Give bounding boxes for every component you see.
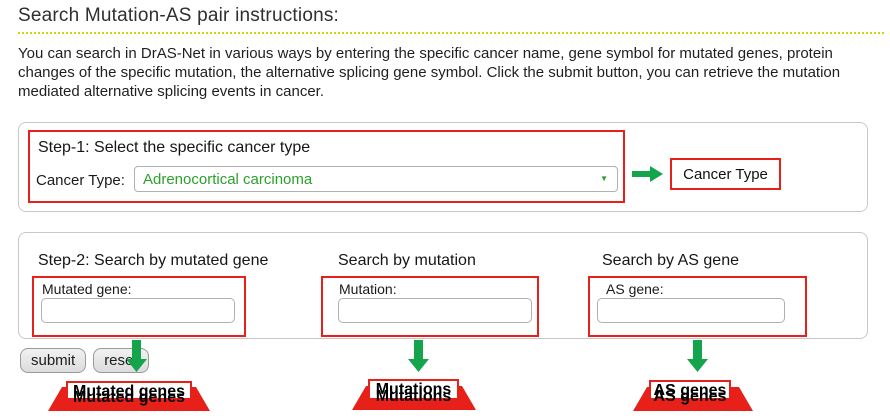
mutated-genes-text: Mutated genes — [72, 383, 185, 400]
as-genes-text-ghost: AS genes — [653, 388, 727, 405]
mutations-text: Mutations — [375, 381, 452, 398]
cancer-type-annotation-box: Cancer Type — [670, 158, 781, 190]
mutations-text-ghost: Mutations — [375, 388, 452, 405]
mutated-gene-annotation-rect — [32, 276, 246, 337]
as-gene-label: AS gene: — [606, 281, 664, 297]
dotted-divider — [18, 32, 884, 34]
step2-heading-as-gene: Search by AS gene — [602, 252, 739, 269]
green-arrow-down-icon — [687, 340, 708, 372]
green-arrow-down-icon — [126, 340, 147, 372]
as-genes-box — [649, 380, 731, 400]
green-arrow-right-icon — [632, 166, 663, 182]
mutations-box — [368, 379, 459, 400]
intro-paragraph: You can search in DrAS-Net in various wa… — [18, 44, 878, 101]
cancer-type-label: Cancer Type: — [36, 172, 125, 189]
reset-button[interactable]: reset — [93, 348, 149, 373]
step2-heading-mutated-gene: Step-2: Search by mutated gene — [38, 252, 269, 269]
mutated-genes-text-ghost: Mutated genes — [72, 389, 185, 406]
cancer-type-annotation-text: Cancer Type — [683, 165, 768, 183]
step2-heading-mutation: Search by mutation — [338, 252, 476, 269]
intro-line: You can search in DrAS-Net in various wa… — [18, 45, 833, 62]
mutated-genes-box — [66, 381, 192, 400]
as-gene-input[interactable] — [597, 298, 785, 323]
cancer-type-select[interactable]: Adrenocortical carcinoma ▼ — [134, 166, 618, 192]
cancer-type-selected-value: Adrenocortical carcinoma — [143, 170, 313, 188]
step1-heading: Step-1: Select the specific cancer type — [38, 139, 311, 156]
mutation-label: Mutation: — [339, 281, 397, 297]
as-gene-annotation-rect — [588, 276, 807, 337]
page-title: Search Mutation-AS pair instructions: — [18, 5, 340, 26]
mutation-annotation-rect — [321, 276, 539, 337]
mutated-gene-label: Mutated gene: — [42, 281, 132, 297]
as-genes-text: AS genes — [653, 382, 727, 399]
intro-line: changes of the specific mutation, the al… — [18, 64, 841, 81]
dropdown-arrow-icon: ▼ — [600, 174, 608, 183]
button-row: submit reset — [20, 348, 149, 373]
green-arrow-down-icon — [408, 340, 429, 372]
mutated-gene-input[interactable] — [41, 298, 235, 323]
intro-line: mediated alternative splicing events in … — [18, 83, 325, 100]
mutation-input[interactable] — [338, 298, 532, 323]
submit-button[interactable]: submit — [20, 348, 87, 373]
step1-annotation-rect — [28, 130, 625, 203]
